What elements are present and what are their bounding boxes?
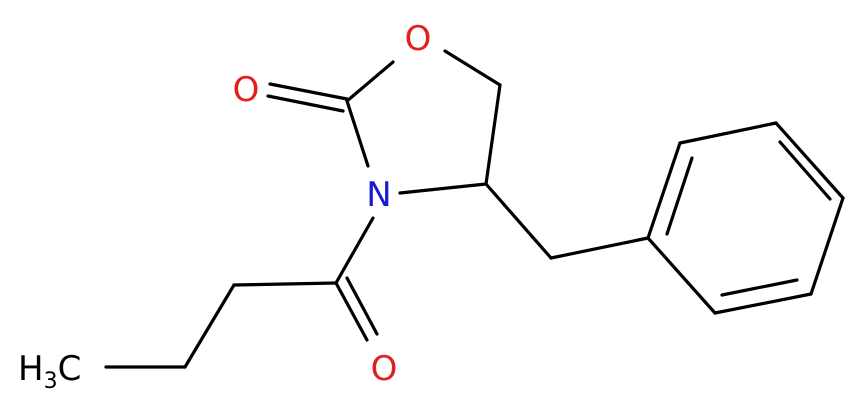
bond-ph-inner-2 [778,140,832,201]
bond-ph-6 [646,236,717,315]
bond-o1-c5 [443,49,502,87]
methyl-subscript: 3 [44,369,58,394]
bond-c5-c4 [484,83,502,186]
bond-ph-2 [678,121,778,145]
bond-ph-5 [713,292,813,315]
bond-calpha-cbeta [183,283,236,369]
bond-ph-3 [774,121,845,200]
bond-c4-n3 [398,182,488,195]
atom-methyl: H3C [18,349,81,394]
bond-cacyl-o-double-b [345,276,379,336]
bond-c2-o1 [345,60,395,103]
bond-c2-o-double-b [266,94,345,113]
bond-cacyl-o-double-a [334,281,369,342]
bond-ph-4 [809,196,845,296]
bond-cacyl-calpha [232,281,338,287]
bond-c4-ch2 [484,182,553,260]
bond-n3-c2 [345,99,370,168]
atom-o-acyl: O [371,349,398,389]
atom-n-ring: N [366,175,391,215]
bond-n3-cacyl [334,216,375,285]
methyl-h: H [18,349,44,389]
bond-ph-inner-3 [720,278,799,297]
bond-ch2-ph [549,236,650,260]
bond-ph-1 [646,141,682,240]
atom-o-carbonyl-ring: O [233,70,260,110]
atom-o-ring: O [405,19,432,59]
bond-c2-o-double-a [268,82,349,101]
bonds [104,49,845,369]
bond-ph-inner-1 [665,156,694,236]
methyl-c: C [58,349,82,389]
